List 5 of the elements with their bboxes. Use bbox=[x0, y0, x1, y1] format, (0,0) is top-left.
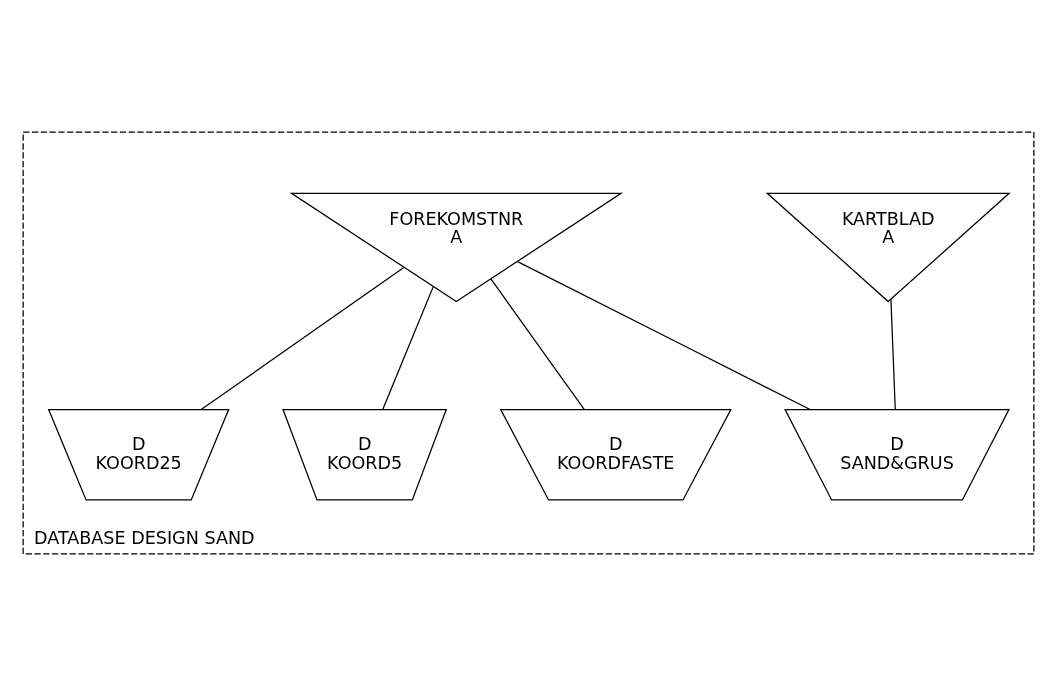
connector bbox=[890, 298, 896, 410]
connector bbox=[516, 261, 811, 411]
connector bbox=[382, 286, 434, 410]
connector bbox=[490, 278, 585, 410]
connector bbox=[200, 266, 405, 410]
